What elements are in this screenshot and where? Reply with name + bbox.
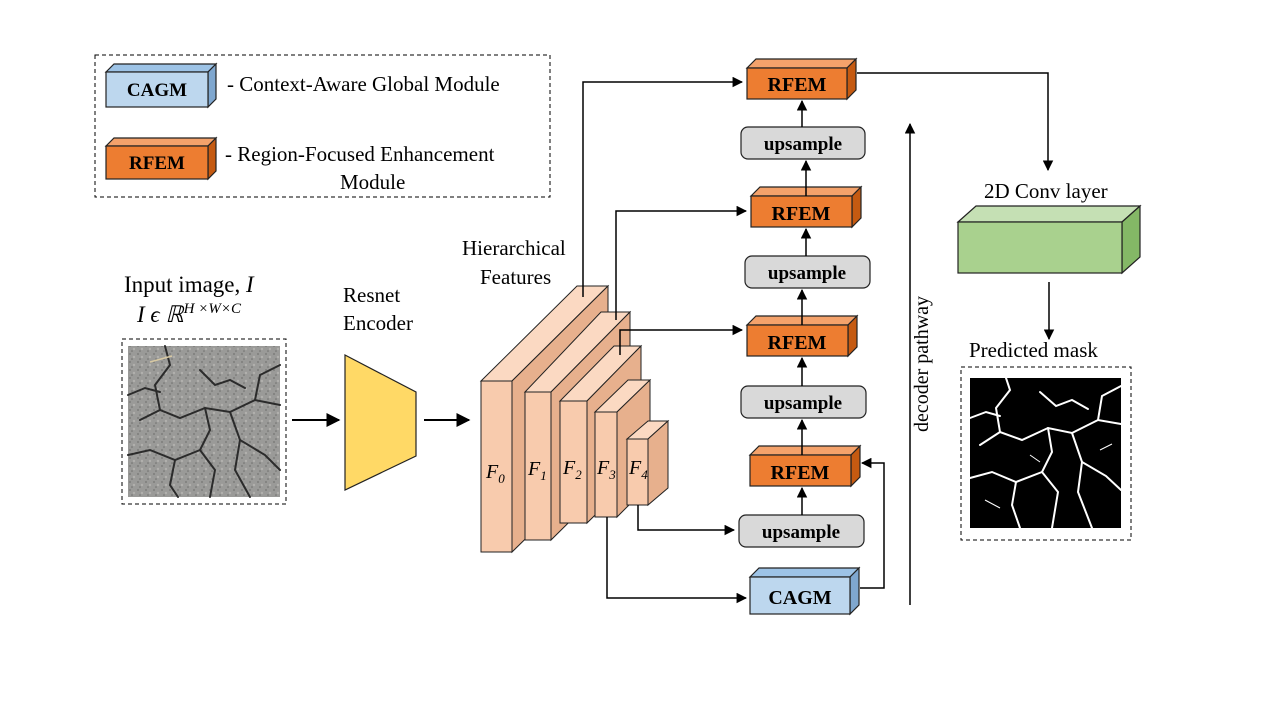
rfem-block-4: RFEM: [745, 57, 858, 101]
predicted-mask-label: Predicted mask: [969, 338, 1098, 362]
predicted-mask-frame: [960, 366, 1132, 541]
feature-label-f4: F4: [628, 457, 648, 482]
rfem-block-3: RFEM: [749, 185, 863, 229]
conv-layer-block: [956, 204, 1142, 275]
input-section: Input image, I I ϵ ℝH ×W×C: [121, 272, 287, 505]
skip-f4-to-upsample: [637, 505, 736, 536]
skip-f2-to-rfem2: [619, 324, 744, 355]
legend-rfem-box: RFEM: [104, 136, 218, 181]
input-title-line2: I ϵ ℝH ×W×C: [136, 301, 242, 327]
upsample-block-3: upsample: [740, 126, 866, 160]
output-section: 2D Conv layer Predicted mask: [956, 179, 1142, 541]
decoder-pathway-label: decoder pathway: [911, 296, 933, 432]
skip-f0-to-rfem4: [582, 76, 744, 297]
upsample-block-1: upsample: [740, 385, 867, 419]
legend-cagm-description: - Context-Aware Global Module: [227, 72, 500, 96]
decoder-vertical-arrows: [796, 99, 812, 515]
upsample-label-1: upsample: [764, 393, 842, 414]
features-title-line2: Features: [480, 265, 551, 289]
input-crack-image: [127, 345, 281, 498]
skip-f3-to-cagm: [606, 517, 748, 604]
legend-rfem-label: RFEM: [129, 153, 185, 174]
legend-cagm-label: CAGM: [127, 80, 187, 101]
upsample-block-0: upsample: [738, 514, 865, 548]
legend-rfem-description-line2: Module: [340, 170, 405, 194]
feature-label-f2: F2: [562, 457, 582, 482]
upsample-label-3: upsample: [764, 134, 842, 155]
encoder-trapezoid: [344, 354, 417, 491]
cagm-label: CAGM: [768, 587, 831, 609]
legend-cagm-box: CAGM: [104, 62, 218, 109]
legend-frame: [94, 54, 551, 198]
feature-block-f4: [625, 419, 670, 507]
arrow-rfem-to-conv: [857, 72, 1054, 172]
feature-label-f0: F0: [485, 461, 505, 486]
encoder-label-line2: Encoder: [343, 311, 413, 335]
arrow-cagm-to-rfem1: [860, 457, 885, 589]
conv-layer-label: 2D Conv layer: [984, 179, 1108, 203]
decoder-pathway: decoder pathway: [904, 122, 933, 605]
predicted-mask-image: [969, 377, 1122, 529]
hierarchical-features: Hierarchical Features: [462, 236, 670, 554]
rfem-label-2: RFEM: [768, 332, 827, 354]
input-image-frame: [121, 338, 287, 505]
input-title-line1: Input image, I: [124, 272, 255, 297]
rfem-block-1: RFEM: [748, 444, 862, 488]
rfem-label-1: RFEM: [771, 462, 830, 484]
encoder-label-line1: Resnet: [343, 283, 400, 307]
rfem-label-4: RFEM: [768, 74, 827, 96]
upsample-label-2: upsample: [768, 263, 846, 284]
cagm-block: CAGM: [748, 566, 861, 616]
skip-f1-to-rfem3: [615, 205, 748, 320]
resnet-encoder: Resnet Encoder: [343, 283, 417, 491]
legend: CAGM - Context-Aware Global Module RFEM …: [94, 54, 551, 198]
upsample-block-2: upsample: [744, 255, 871, 289]
decoder-column: RFEM upsample RFEM upsample RFEM: [738, 57, 885, 616]
features-title-line1: Hierarchical: [462, 236, 566, 260]
feature-label-f1: F1: [527, 458, 547, 483]
feature-label-f3: F3: [596, 457, 616, 482]
upsample-label-0: upsample: [762, 522, 840, 543]
skip-connections: [582, 76, 748, 604]
rfem-label-3: RFEM: [772, 203, 831, 225]
legend-rfem-description-line1: - Region-Focused Enhancement: [225, 142, 495, 166]
